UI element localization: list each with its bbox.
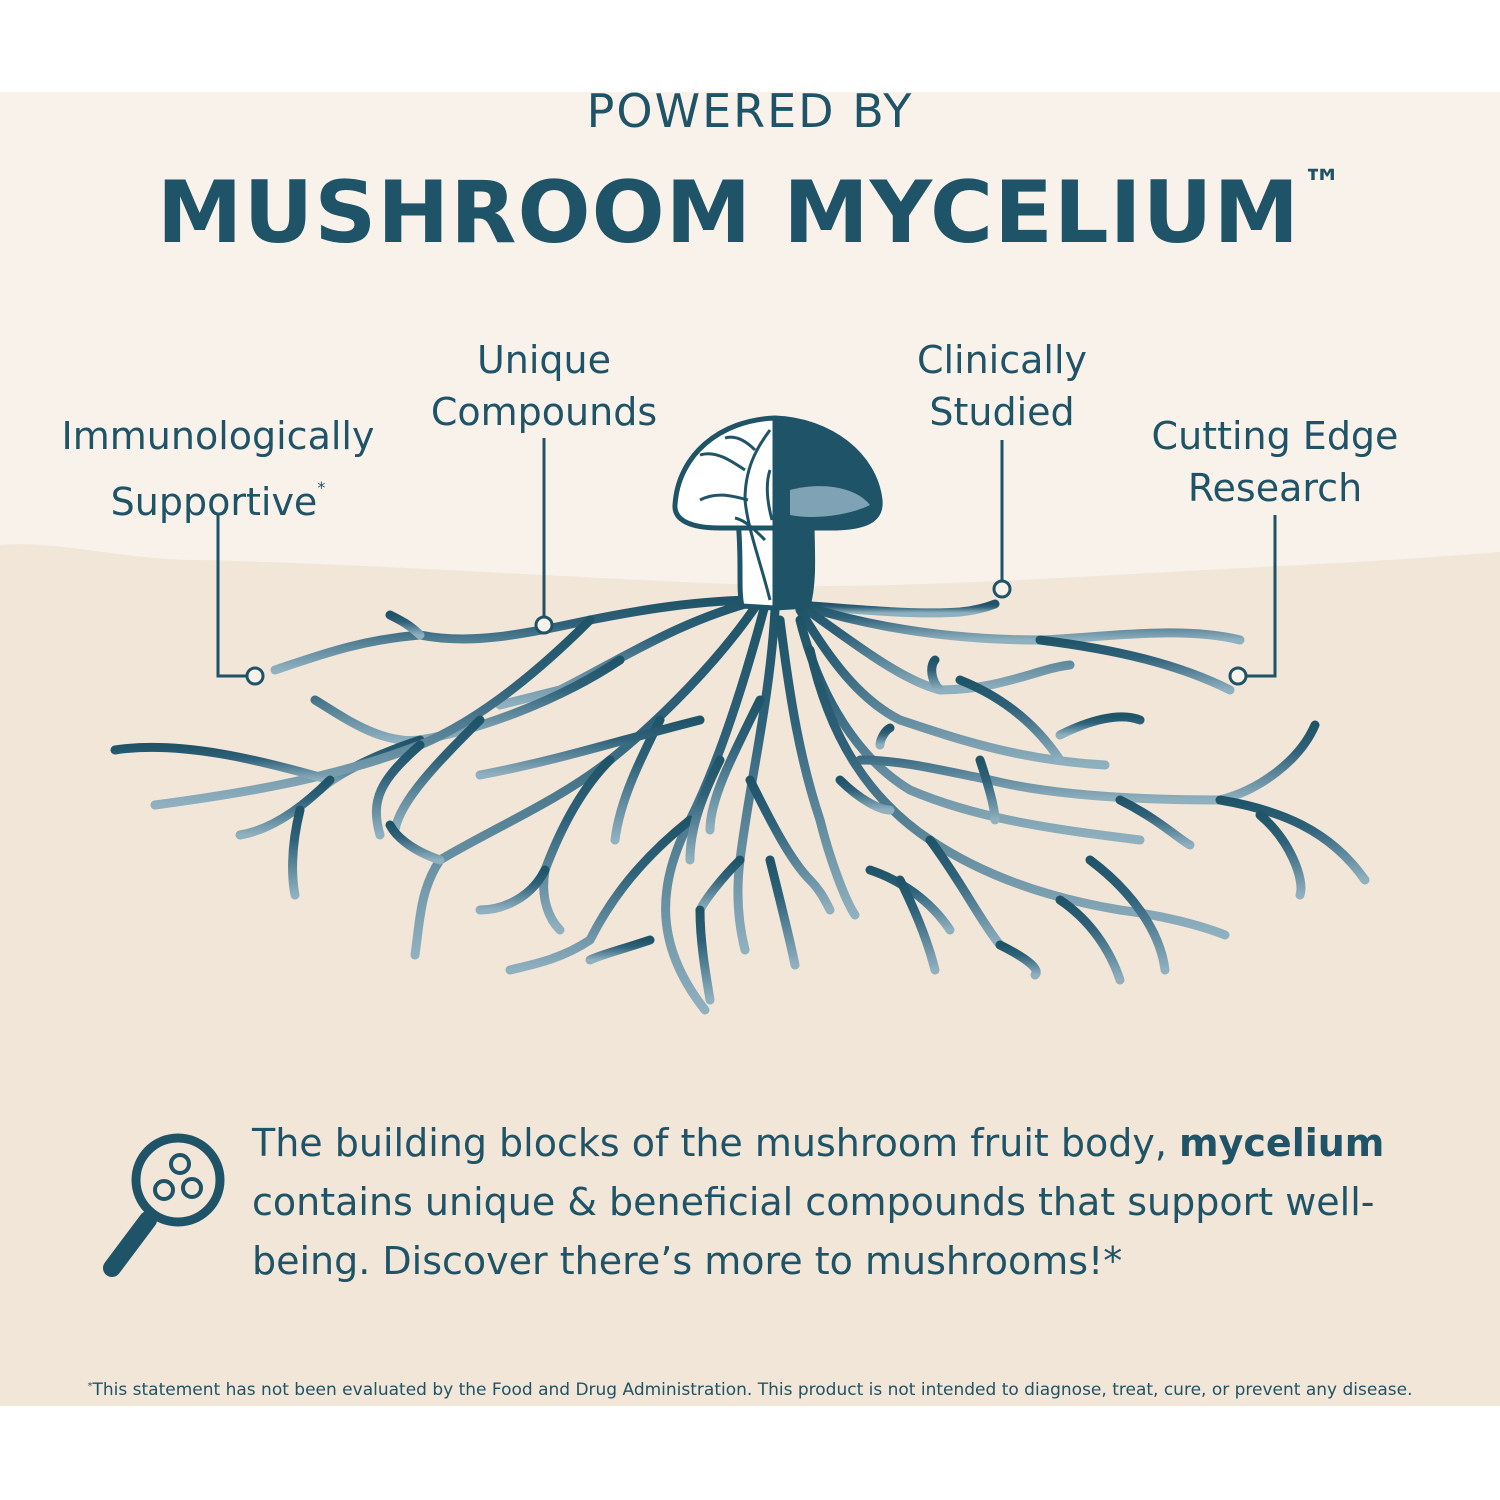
- asterisk-mark: *: [317, 478, 326, 497]
- description-bold: mycelium: [1179, 1121, 1385, 1165]
- description-after: contains unique & beneficial compounds t…: [252, 1180, 1375, 1283]
- callout-line2: Compounds: [430, 390, 658, 434]
- magnifier-icon: [103, 1133, 225, 1277]
- eyebrow-text: POWERED BY: [586, 92, 914, 138]
- mycelium-roots: [110, 595, 1370, 1015]
- trademark-mark: ™: [1302, 162, 1344, 208]
- callout-line2: Research: [1187, 466, 1363, 510]
- callout-clinically-studied: Clinically Studied: [852, 334, 1152, 438]
- callout-line1: Cutting Edge: [1151, 414, 1399, 458]
- disclaimer: *This statement has not been evaluated b…: [0, 1380, 1500, 1400]
- mycelium-illustration: [0, 415, 1500, 1406]
- callout-line1: Clinically: [916, 338, 1088, 382]
- callout-line1: Unique: [476, 338, 612, 382]
- callout-leaders: [216, 438, 1277, 686]
- callout-line2: Studied: [929, 390, 1075, 434]
- callout-cutting-edge-research: Cutting Edge Research: [1115, 410, 1435, 514]
- description-before: The building blocks of the mushroom frui…: [252, 1121, 1167, 1165]
- callout-line2: Supportive*: [48, 462, 388, 528]
- callout-unique-compounds: Unique Compounds: [394, 334, 694, 438]
- description-paragraph: The building blocks of the mushroom frui…: [252, 1114, 1452, 1291]
- disclaimer-mark: *: [87, 1381, 93, 1392]
- title-text: MUSHROOM MYCELIUM: [156, 163, 1301, 263]
- infographic-panel: POWERED BY MUSHROOM MYCELIUM™ Immunologi…: [0, 92, 1500, 1406]
- disclaimer-text: This statement has not been evaluated by…: [92, 1380, 1413, 1400]
- callout-immunologically-supportive: Immunologically Supportive*: [48, 410, 388, 528]
- callout-line2-text: Supportive: [110, 480, 318, 524]
- mushroom-icon: [672, 415, 883, 611]
- callout-line1: Immunologically: [61, 414, 375, 458]
- page-title: MUSHROOM MYCELIUM™: [0, 162, 1500, 263]
